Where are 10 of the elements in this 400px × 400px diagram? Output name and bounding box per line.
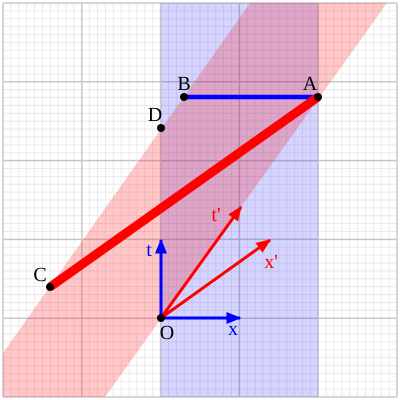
axis-label: x (228, 319, 238, 339)
axis-label: t' (211, 205, 221, 225)
point-label: C (33, 265, 47, 285)
point-label: O (160, 323, 174, 343)
axis-label: x' (264, 252, 278, 272)
axis-label: t (146, 240, 152, 260)
point-label: A (302, 74, 318, 94)
point-label: B (177, 74, 191, 94)
world-line-segment (47, 93, 321, 291)
point-label: D (148, 105, 162, 125)
